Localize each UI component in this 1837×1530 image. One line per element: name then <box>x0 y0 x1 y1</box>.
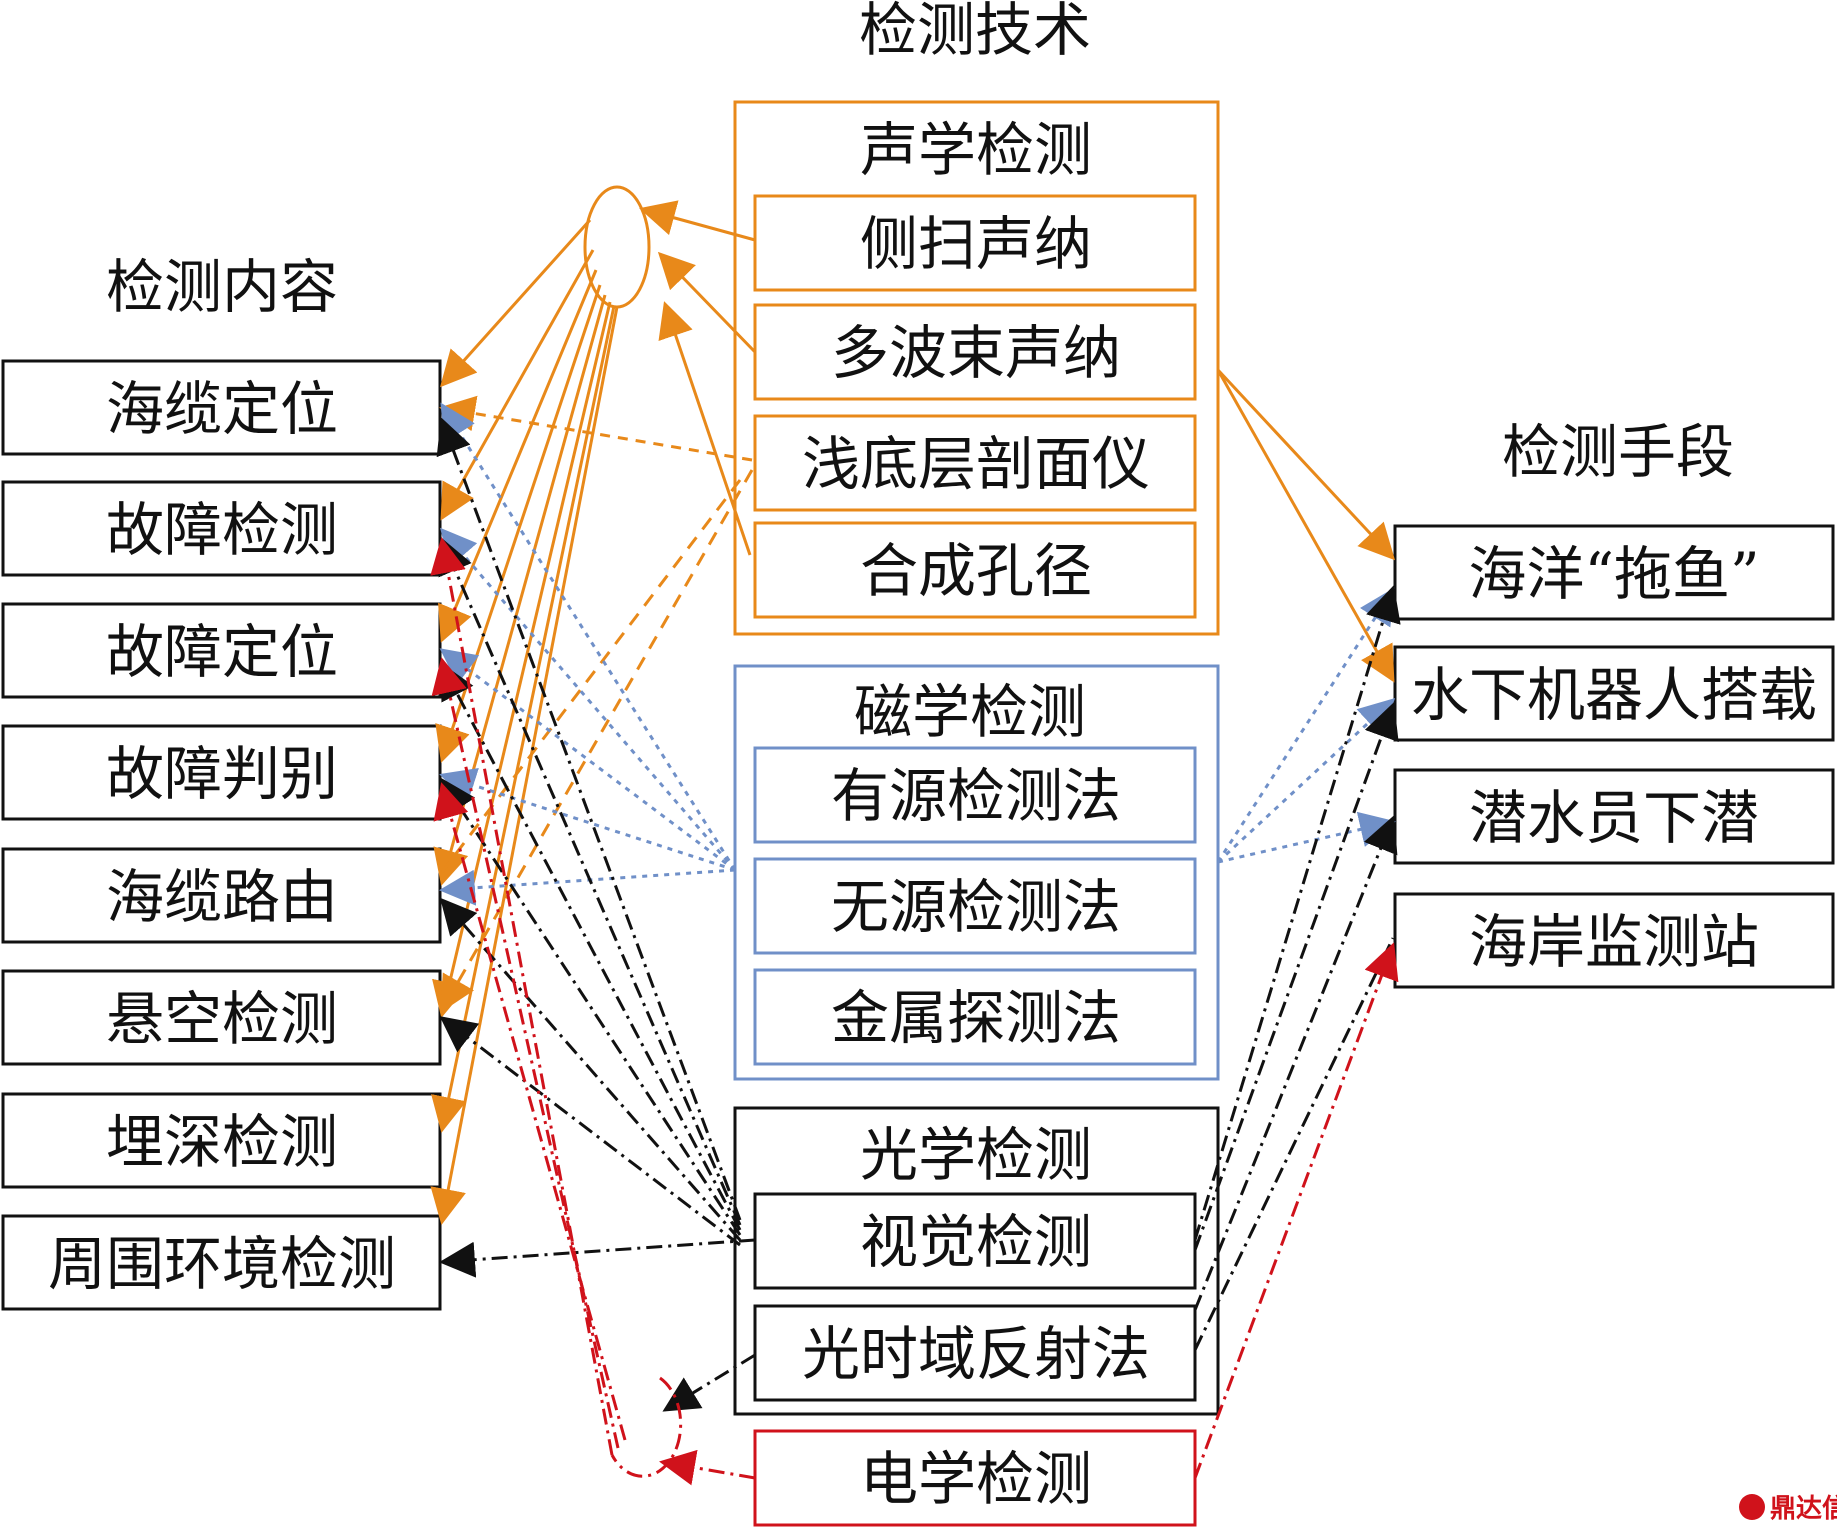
electrical-group: 电学检测 <box>753 1429 1197 1527</box>
acoustic-method: 侧扫声纳 <box>860 210 1092 278</box>
watermark-logo: 鼎达信 <box>1739 1494 1837 1524</box>
content-label: 埋深检测 <box>106 1108 338 1176</box>
means-column: 海洋“拖鱼” 水下机器人搭载 潜水员下潜 海岸监测站 <box>1393 524 1835 989</box>
content-label: 故障判别 <box>106 740 338 808</box>
content-box: 悬空检测 <box>1 969 442 1066</box>
optical-group: 光学检测 视觉检测 光时域反射法 <box>733 1106 1220 1416</box>
content-label: 悬空检测 <box>106 985 338 1053</box>
acoustic-group: 声学检测 侧扫声纳 多波束声纳 浅底层剖面仪 合成孔径 <box>733 100 1220 636</box>
content-box: 周围环境检测 <box>1 1214 442 1311</box>
means-label: 海岸监测站 <box>1469 908 1759 976</box>
magnetic-group: 磁学检测 有源检测法 无源检测法 金属探测法 <box>733 664 1220 1081</box>
magnetic-title: 磁学检测 <box>854 678 1086 746</box>
optical-method: 光时域反射法 <box>802 1320 1150 1388</box>
electrical-connectors <box>430 537 1399 1486</box>
content-label: 海缆路由 <box>106 863 338 931</box>
magnetic-method: 无源检测法 <box>831 873 1121 941</box>
electrical-hub-loop <box>610 1376 683 1478</box>
optical-connectors <box>436 417 1401 1412</box>
means-label: 潜水员下潜 <box>1469 784 1759 852</box>
content-box: 埋深检测 <box>1 1092 442 1189</box>
acoustic-hub-ellipse <box>583 185 651 309</box>
header-tech: 检测技术 <box>859 0 1091 64</box>
content-box: 海缆定位 <box>1 359 442 456</box>
content-label: 故障检测 <box>106 496 338 564</box>
means-label: 水下机器人搭载 <box>1411 661 1817 729</box>
acoustic-method: 合成孔径 <box>860 537 1092 605</box>
content-label: 故障定位 <box>106 618 338 686</box>
content-box: 海缆路由 <box>1 847 442 944</box>
electrical-title: 电学检测 <box>860 1445 1092 1513</box>
acoustic-method: 浅底层剖面仪 <box>802 430 1150 498</box>
watermark-text: 鼎达信 <box>1770 1494 1837 1524</box>
content-box: 故障判别 <box>1 724 442 821</box>
magnetic-method: 金属探测法 <box>831 984 1121 1052</box>
content-label: 海缆定位 <box>106 375 338 443</box>
optical-title: 光学检测 <box>860 1121 1092 1189</box>
content-label: 周围环境检测 <box>48 1230 396 1298</box>
means-label: 海洋“拖鱼” <box>1468 540 1759 608</box>
optical-method: 视觉检测 <box>860 1208 1092 1276</box>
header-means: 检测手段 <box>1502 418 1734 486</box>
content-box: 故障检测 <box>1 480 442 577</box>
logo-icon <box>1739 1494 1765 1520</box>
magnetic-method: 有源检测法 <box>831 762 1121 830</box>
header-content: 检测内容 <box>106 253 338 321</box>
acoustic-method: 多波束声纳 <box>831 319 1121 387</box>
content-column: 海缆定位 故障检测 故障定位 故障判别 海缆路由 悬空检测 埋深检测 周围环境 <box>1 359 442 1311</box>
content-box: 故障定位 <box>1 602 442 699</box>
acoustic-title: 声学检测 <box>860 116 1092 184</box>
